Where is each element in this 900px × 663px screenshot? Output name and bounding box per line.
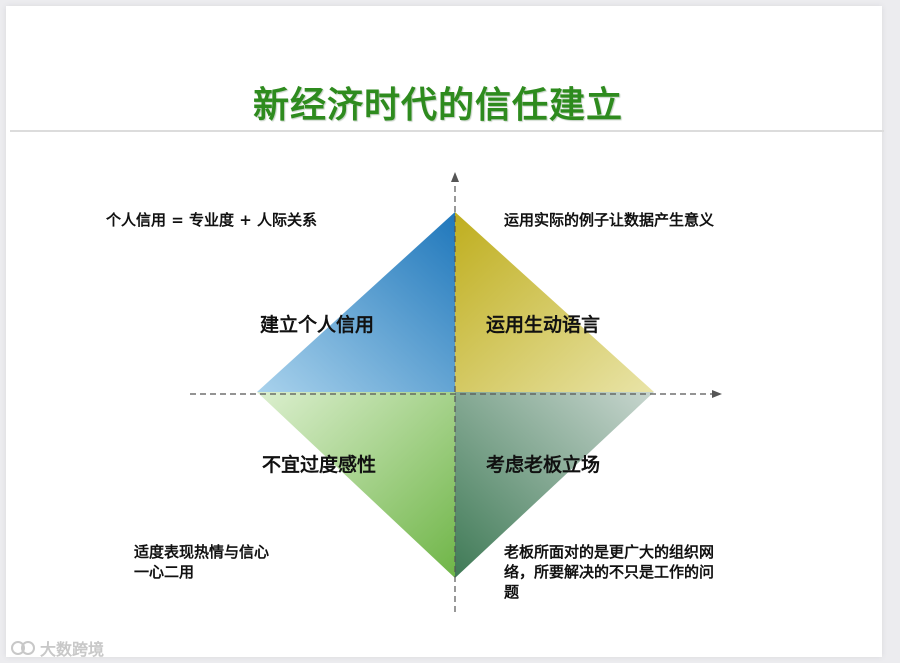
bottom-left-note-line: 适度表现热情与信心 — [134, 543, 270, 561]
bottom-left-note-line: 一心二用 — [134, 563, 195, 581]
top-right-label: 运用生动语言 — [486, 314, 601, 336]
quadrant-top-left-shape — [257, 212, 455, 392]
vertical-axis-arrow — [451, 172, 459, 182]
watermark-text: 大数跨境 — [40, 640, 105, 659]
horizontal-axis-arrow — [712, 390, 722, 398]
watermark: 大数跨境 — [10, 636, 104, 660]
top-right-note: 运用实际的例子让数据产生意义 — [504, 211, 715, 229]
page-title: 新经济时代的信任建立 — [252, 85, 623, 126]
bottom-left-note: 适度表现热情与信心 一心二用 — [134, 542, 269, 582]
bottom-right-note-line: 络，所要解决的不只是工作的问 — [504, 563, 715, 581]
top-left-label: 建立个人信用 — [260, 314, 375, 336]
quadrant-top-right-shape — [455, 212, 654, 392]
bottom-right-note-line: 题 — [504, 583, 520, 601]
bottom-right-note: 老板所面对的是更广大的组织网 络，所要解决的不只是工作的问 题 — [504, 542, 714, 602]
top-left-note: 个人信用 = 专业度 + 人际关系 — [106, 211, 318, 229]
quadrant-bottom-right-shape — [455, 392, 654, 578]
bottom-left-label: 不宜过度感性 — [262, 454, 377, 476]
watermark-logo-icon — [11, 641, 35, 655]
bottom-right-label: 考虑老板立场 — [486, 454, 601, 476]
title-divider — [10, 130, 884, 132]
bottom-right-note-line: 老板所面对的是更广大的组织网 — [504, 543, 715, 561]
quadrant-bottom-left-shape — [257, 392, 455, 578]
